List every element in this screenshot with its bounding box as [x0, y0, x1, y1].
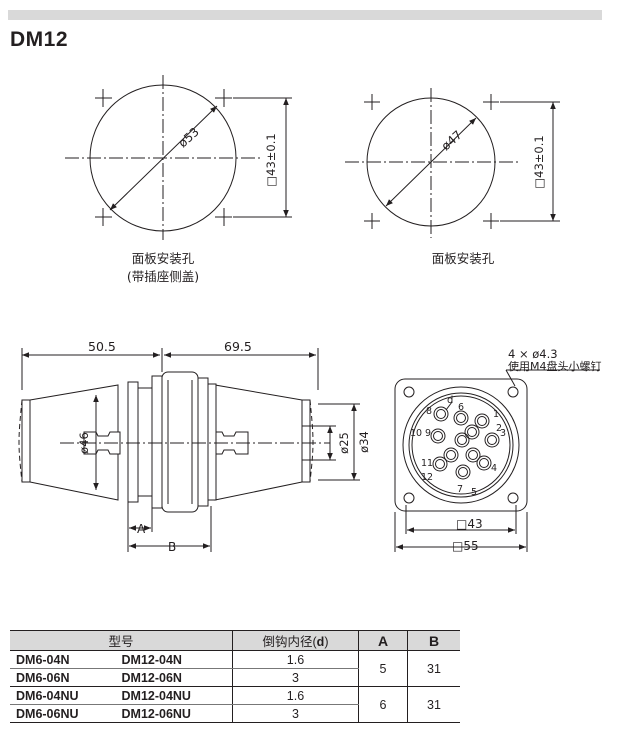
section-header-bar [8, 10, 602, 20]
pin-d-label: d [447, 395, 453, 406]
pin-7: 7 [457, 484, 463, 495]
hole-note: 4 × ø4.3 [508, 347, 558, 361]
pin-6: 6 [458, 402, 464, 413]
diameter-label-right: ø47 [439, 128, 465, 154]
pin-3: 3 [500, 428, 506, 439]
spec-table: 型号 倒钩内径(d) A B DM6-04N DM12-04N 1.6 5 31… [10, 630, 460, 723]
dim-label-b: B [168, 540, 176, 554]
header-d: 倒钩内径(d) [232, 630, 359, 651]
table-row: DM6-04N DM12-04N 1.6 5 31 [10, 650, 460, 687]
square-label-left: □43±0.1 [264, 133, 278, 186]
barb-diameter: 3 [232, 668, 359, 687]
pin-4: 4 [491, 463, 497, 474]
dim-label-55: □55 [452, 539, 479, 553]
model-2: DM12-06N [115, 668, 233, 687]
model-2: DM12-06NU [115, 704, 233, 723]
pin-12: 12 [421, 472, 433, 483]
pin-9: 9 [425, 428, 431, 439]
value-b: 31 [407, 650, 460, 687]
header-b: B [407, 630, 460, 651]
dim-label-43: □43 [456, 517, 483, 531]
barb-diameter: 1.6 [232, 686, 359, 705]
pin-1: 1 [493, 409, 499, 420]
panel-cutout-left [65, 75, 292, 240]
screw-note: 使用M4盘头小螺钉 [508, 359, 602, 373]
square-label-right: □43±0.1 [532, 135, 546, 188]
caption-left-line1: 面板安装孔 [131, 251, 195, 266]
pin-5: 5 [471, 487, 477, 498]
value-b: 31 [407, 686, 460, 723]
value-a: 6 [358, 686, 408, 723]
caption-right: 面板安装孔 [413, 250, 513, 268]
diameter-label-left: ø53 [176, 125, 202, 151]
caption-left: 面板安装孔 (带插座侧盖) [113, 250, 213, 286]
pin-10: 10 [410, 428, 422, 439]
table-row: DM6-06NU DM12-06NU 3 [10, 704, 460, 723]
header-a: A [358, 630, 408, 651]
model-2: DM12-04NU [115, 686, 233, 705]
mounting-holes [403, 386, 519, 504]
hole-leader-line [505, 369, 516, 387]
model-1: DM6-06NU [10, 704, 116, 723]
value-a: 5 [358, 650, 408, 687]
caption-right-line1: 面板安装孔 [431, 251, 495, 266]
crosshair-marks-left [95, 89, 232, 226]
table-row: DM6-06N DM12-06N 3 [10, 668, 460, 687]
dim-label-right: 69.5 [224, 339, 252, 354]
header-model: 型号 [10, 630, 233, 651]
diameter-arrow-left [109, 105, 218, 211]
front-flange-square [394, 378, 528, 512]
pin-numbers: 1 2 3 4 5 6 7 8 9 10 11 12 [410, 402, 506, 498]
crosshair-marks-right [364, 94, 499, 229]
model-1: DM6-04N [10, 650, 116, 669]
contact-pins [430, 406, 500, 480]
page-title: DM12 [10, 28, 69, 51]
diameter-arrow-right [385, 117, 477, 207]
dim-label-a: A [137, 522, 146, 536]
model-2: DM12-04N [115, 650, 233, 669]
dim-label-d46: ø46 [77, 432, 91, 454]
dim-label-d25: ø25 [337, 432, 351, 454]
dim-label-d34: ø34 [357, 431, 371, 453]
caption-left-line2: (带插座侧盖) [126, 269, 200, 284]
model-1: DM6-06N [10, 668, 116, 687]
pin-11: 11 [421, 458, 433, 469]
dim-label-left: 50.5 [88, 339, 116, 354]
barb-diameter: 3 [232, 704, 359, 723]
pin-2: 2 [496, 423, 502, 434]
panel-cutout-right [345, 88, 560, 238]
table-row: DM6-04NU DM12-04NU 1.6 6 31 [10, 686, 460, 723]
pin-8: 8 [426, 406, 432, 417]
barb-diameter: 1.6 [232, 650, 359, 669]
connector-side-view [18, 348, 360, 552]
connector-front-view [394, 369, 600, 552]
model-1: DM6-04NU [10, 686, 116, 705]
